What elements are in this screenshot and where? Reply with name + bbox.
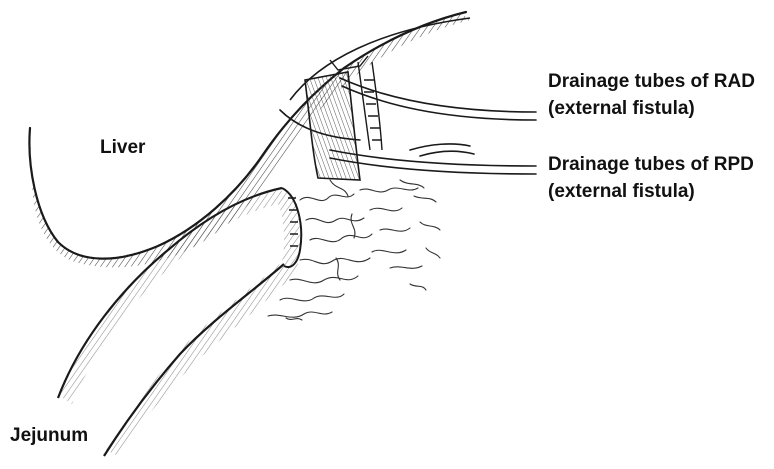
rad-tubes-label-line2: (external fistula): [548, 95, 755, 122]
liver-label: Liver: [100, 137, 145, 159]
rad-tubes-label-line1: Drainage tubes of RAD: [548, 68, 755, 95]
duct-structure: [305, 56, 382, 180]
rad-tubes-label: Drainage tubes of RAD (external fistula): [548, 68, 755, 122]
rpd-tubes-label: Drainage tubes of RPD (external fistula): [548, 151, 754, 205]
rpd-drainage-tubes: [330, 144, 536, 174]
rpd-tubes-label-line1: Drainage tubes of RPD: [548, 151, 754, 178]
liver-shape: [29, 12, 470, 267]
jejunum-shape: [58, 188, 301, 456]
jejunum-label: Jejunum: [10, 425, 88, 447]
rpd-tubes-label-line2: (external fistula): [548, 178, 754, 205]
